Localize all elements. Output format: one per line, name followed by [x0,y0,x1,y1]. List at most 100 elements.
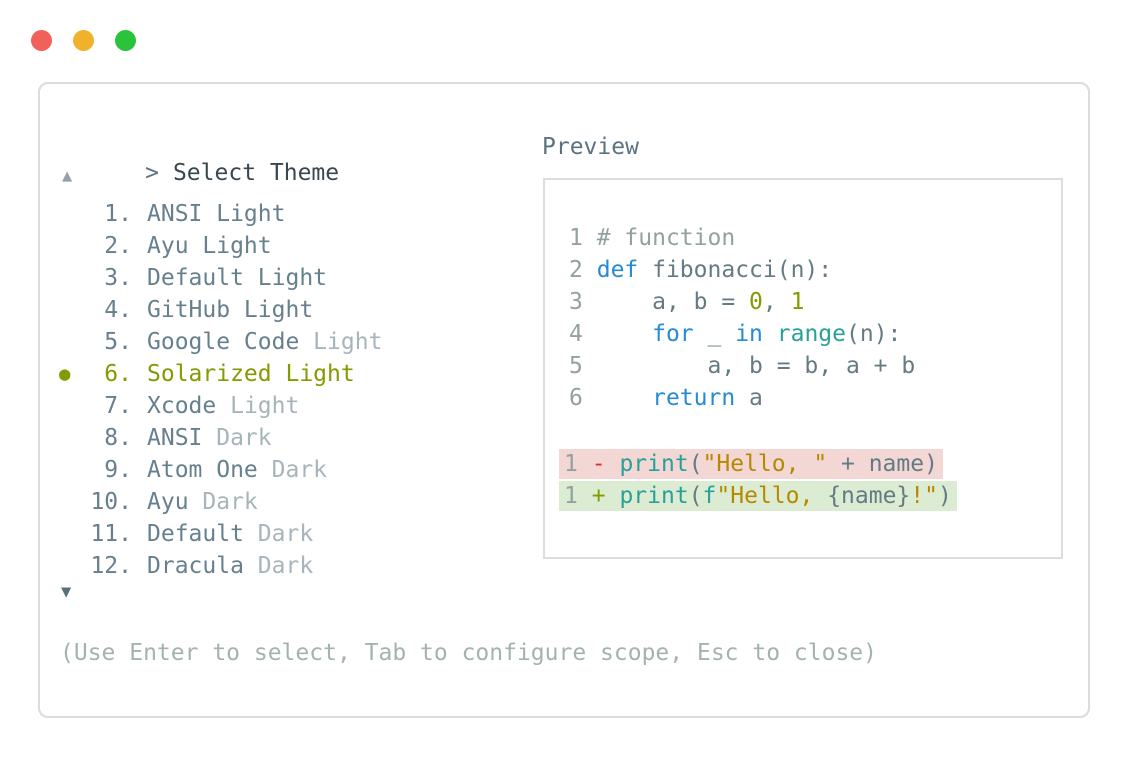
prompt-chevron-icon: > [145,160,159,186]
selected-bullet-icon [59,198,86,230]
code-token: ( [688,483,703,509]
code-token [583,257,597,283]
theme-item[interactable]: 12.Dracula Dark [40,550,540,582]
theme-item-number: 2. [104,233,132,259]
code-token [583,225,597,251]
code-token: # function [596,225,736,251]
window-controls [31,30,136,51]
code-token: !" [910,483,938,509]
zoom-button[interactable] [115,30,136,51]
code-token: 3 [569,289,583,315]
minimize-button[interactable] [73,30,94,51]
theme-item-number: 4. [104,297,132,323]
code-token: "Hello, [716,483,828,509]
selected-bullet-icon [59,230,86,262]
diff-line: 1 + print(f"Hello, {name}!") [559,480,957,512]
selected-bullet-icon [59,486,86,518]
code-token: , [762,289,791,315]
code-token: a, b = [582,289,750,315]
theme-item-name: Google Code [147,329,300,355]
code-token: ( [688,451,703,477]
code-token: (n): [846,321,902,347]
theme-item-number: 9. [104,457,132,483]
code-token: print [619,451,689,477]
diff-line: 1 - print("Hello, " + name) [559,448,957,480]
code-line: 4 for _ in range(n): [569,318,915,350]
selected-bullet-icon [59,518,86,550]
preview-label: Preview [542,134,639,160]
theme-item-name: Xcode [147,393,217,419]
theme-item[interactable]: 5.Google Code Light [40,326,540,358]
theme-item[interactable]: 9. Atom One Dark [40,454,540,486]
theme-item-number: 12. [90,553,132,579]
code-token: ) [937,483,952,509]
theme-item-name: Ayu Light [147,233,272,259]
close-button[interactable] [31,30,52,51]
theme-item-name: ANSI Light [147,201,286,227]
theme-item-number: 11. [90,521,132,547]
theme-item-variant: Dark [188,489,258,515]
selected-bullet-icon [59,326,86,358]
theme-item[interactable]: 10.Ayu Dark [40,486,540,518]
code-token: return [652,385,736,411]
page-title: Select Theme [172,160,340,186]
prompt-line: > Select Theme [62,134,339,212]
theme-item[interactable]: ●6.Solarized Light [40,358,540,390]
theme-item-number: 8. [104,425,132,451]
scroll-up-icon[interactable]: ▲ [62,166,73,186]
selected-bullet-icon [59,422,86,454]
selected-bullet-icon [59,550,86,582]
theme-item[interactable]: 7.Xcode Light [40,390,540,422]
code-token: - [591,451,606,477]
theme-item-name: ANSI [147,425,203,451]
code-token [606,451,620,477]
code-token: + name) [827,451,938,477]
theme-item-variant: Dark [243,521,314,547]
theme-item[interactable]: 11. Default Dark [40,518,540,550]
code-token: for [652,321,694,347]
code-line: 3 a, b = 0, 1 [569,286,915,318]
code-token: f [702,483,717,509]
code-token: a [735,385,763,411]
code-token: 1 [569,225,583,251]
theme-item-name: Default Light [147,265,328,291]
code-token: print [619,483,689,509]
theme-item-variant: Dark [202,425,272,451]
selected-bullet-icon [59,390,86,422]
theme-item-number: 6. [104,361,132,387]
theme-item[interactable]: 2. Ayu Light [40,230,540,262]
code-token: _ [693,321,736,347]
theme-item-name: Atom One [147,457,258,483]
theme-item-number: 3. [104,265,132,291]
theme-item-variant: Dark [257,457,328,483]
code-token: 4 [569,321,583,347]
code-line: 5 a, b = b, a + b [569,350,915,382]
code-token [606,483,620,509]
preview-diff: 1 - print("Hello, " + name)1 + print(f"H… [559,448,957,512]
theme-item-variant: Dark [243,553,314,579]
code-line: 2 def fibonacci(n): [569,254,915,286]
theme-item[interactable]: 1. ANSI Light [40,198,540,230]
code-token: {name} [827,483,911,509]
code-token: 1 [564,483,578,509]
code-token: in [735,321,763,347]
theme-selector-panel: > Select Theme ▲ 1. ANSI Light 2. Ayu Light 3… [38,82,1090,718]
code-token: + [591,483,606,509]
code-token: 1 [564,451,578,477]
code-token [578,483,592,509]
code-line: 1 # function [569,222,915,254]
theme-item[interactable]: 3. Default Light [40,262,540,294]
scroll-down-icon[interactable]: ▼ [61,582,72,602]
theme-item[interactable]: 8. ANSI Dark [40,422,540,454]
theme-item-name: GitHub Light [147,297,314,323]
code-token: 2 [569,257,583,283]
theme-item[interactable]: 4. GitHub Light [40,294,540,326]
theme-item-number: 1. [104,201,132,227]
code-token [763,321,777,347]
code-token: fibonacci(n): [638,257,833,283]
theme-item-name: Default [147,521,244,547]
theme-item-variant: Light [299,329,383,355]
